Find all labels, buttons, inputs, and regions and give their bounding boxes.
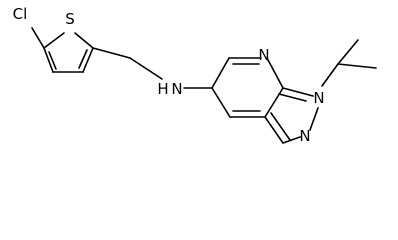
bond-n7-c7a [266,57,284,89]
bond-c3-c3a [264,116,284,144]
structure-diagram: Cl S H N N N N [13,5,377,145]
bond-c5-c4-inner [48,51,57,70]
bond-c3-c2 [82,47,94,73]
bond-c4-c5 [211,87,231,118]
bond-ch-me2 [337,63,377,69]
bond-n1-n2 [309,107,319,131]
atom-label-s: S [65,10,75,28]
bond-n2-c3 [282,136,301,144]
bond-ch-me1 [337,39,359,65]
bond-c5-c4 [43,47,54,73]
bond-c7a-n1-inner [278,93,307,102]
atom-label-h: H [157,80,168,98]
bond-c5-c6 [211,57,230,89]
bond-n1-ch [321,63,339,87]
bond-c3-c2-inner [78,49,88,69]
bond-c2-ch2 [92,47,131,59]
bond-c5-s [43,32,65,49]
bond-c7a-c3a [264,87,284,118]
bond-c2-s [74,32,94,49]
molecule-svg: Cl S H N N N N [13,5,377,145]
atom-label-cl: Cl [13,5,28,23]
bond-ch2-n [129,57,163,80]
atom-label-pyrazole-n2: N [299,127,310,145]
bond-c7a-n1 [282,87,314,97]
bond-c3-c3a-inner [270,112,291,141]
atom-label-pyridine-n: N [258,46,269,64]
bond-cl-c5 [31,27,45,49]
atom-label-pyrazole-n1: N [313,89,324,107]
atom-label-nh: N [171,80,182,98]
